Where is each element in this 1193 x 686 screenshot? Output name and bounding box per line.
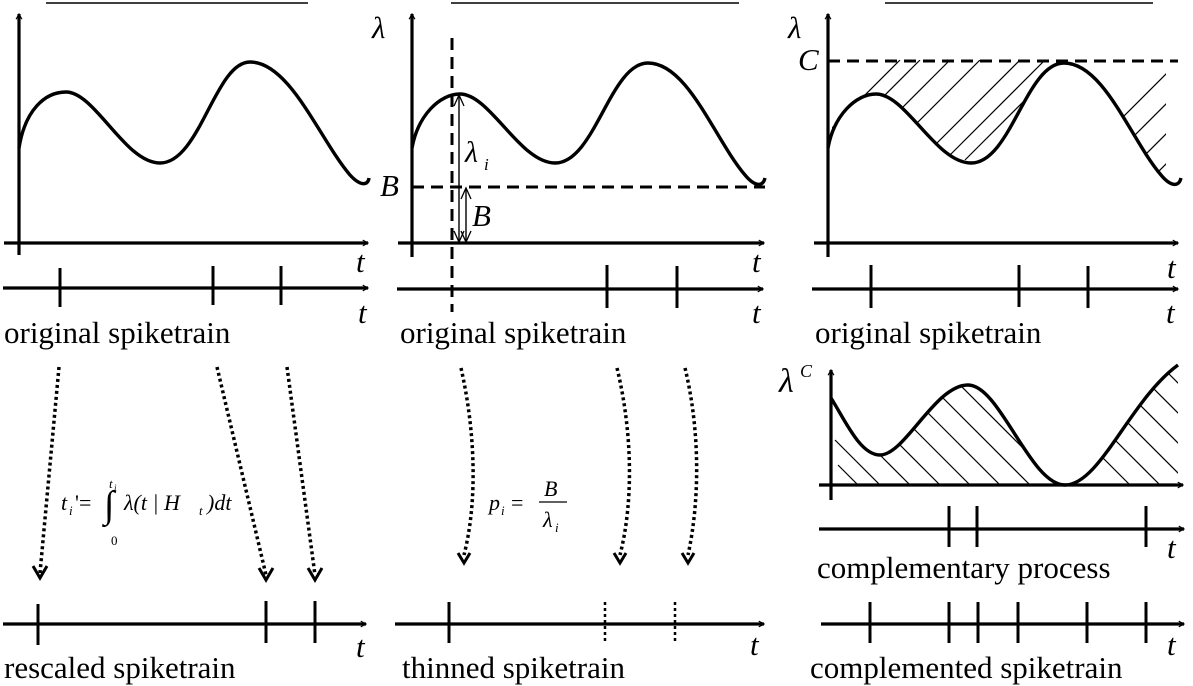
panel-thinning: λ B λ i B t t original spiketrain	[371, 10, 767, 685]
intensity-curve	[17, 60, 371, 186]
time-axis-label: t	[356, 244, 366, 279]
svg-text:t: t	[109, 476, 113, 491]
thinned-spiketrain-label: thinned spiketrain	[402, 650, 625, 685]
mapping-arrow	[683, 367, 699, 556]
arrowhead-icon	[31, 565, 49, 581]
time-axis-label: t	[1166, 295, 1176, 330]
svg-text:p: p	[487, 490, 500, 515]
svg-text:λ: λ	[542, 507, 553, 532]
arrowhead-icon	[257, 567, 275, 583]
ceiling-c-label: C	[798, 42, 819, 77]
svg-text:i: i	[114, 483, 117, 493]
hatched-area-under-curve	[834, 365, 1178, 485]
svg-text:i: i	[484, 155, 489, 174]
original-spiketrain-label: original spiketrain	[4, 315, 231, 350]
lambda-i-label: λ	[464, 136, 478, 169]
thinning-probability-formula: p i = B λ i	[487, 476, 567, 535]
time-axis-label: t	[752, 295, 762, 330]
time-axis-label: t	[752, 244, 762, 279]
time-axis-label: t	[356, 629, 366, 664]
original-spiketrain-label: original spiketrain	[815, 315, 1042, 350]
complementary-process-label: complementary process	[817, 550, 1111, 585]
original-spiketrain-2: t original spiketrain	[397, 265, 763, 350]
thinned-spiketrain: t thinned spiketrain	[395, 602, 764, 685]
rescaled-spiketrain: t rescaled spiketrain	[3, 601, 366, 685]
lambda-axis-label: λ	[787, 10, 801, 45]
time-axis-label: t	[1167, 627, 1177, 662]
lambda-axis-label: λ	[371, 10, 385, 45]
arrowhead-icon	[680, 552, 696, 566]
svg-text:'=: '=	[75, 490, 91, 515]
original-spiketrain-label: original spiketrain	[400, 315, 627, 350]
intensity-plot-2: λ B λ i B t	[371, 10, 767, 312]
arrowhead-icon	[456, 552, 472, 566]
svg-text:t: t	[61, 490, 68, 515]
svg-text:t: t	[199, 503, 203, 518]
b-arrow-label: B	[472, 198, 491, 233]
svg-text:i: i	[555, 520, 559, 535]
svg-text:=: =	[511, 490, 523, 515]
hatched-area-above-curve	[832, 60, 1166, 200]
mapping-arrow	[38, 366, 61, 574]
baseline-b-label: B	[380, 168, 399, 203]
mapping-arrow	[615, 367, 632, 556]
arrowhead-icon	[612, 552, 628, 566]
rescaled-spiketrain-label: rescaled spiketrain	[4, 650, 236, 685]
complement-intensity-plot: λ C	[778, 361, 1190, 500]
svg-text:C: C	[800, 361, 813, 381]
intensity-curve	[410, 61, 767, 187]
mapping-arrow	[215, 366, 268, 576]
svg-text:i: i	[69, 503, 73, 518]
svg-text:)dt: )dt	[205, 490, 232, 515]
svg-text:i: i	[501, 503, 505, 518]
time-axis-label: t	[1167, 530, 1177, 565]
original-spiketrain-3: t original spiketrain	[812, 265, 1178, 350]
complemented-spiketrain: t complemented spiketrain	[810, 602, 1184, 685]
intensity-curve	[826, 61, 1183, 187]
panel-complementing: λ	[778, 10, 1193, 685]
time-axis-label: t	[358, 295, 368, 330]
mapping-arrow	[285, 366, 317, 576]
complement-intensity-curve	[829, 363, 1180, 487]
lambda-c-axis-label: λ	[778, 363, 794, 400]
complementary-process-spiketrain: t complementary process	[817, 506, 1184, 585]
time-rescaling-formula: t i '= ∫ t i 0 λ(t | H t )dt	[61, 476, 232, 548]
intensity-plot-1: t	[4, 14, 371, 279]
mapping-arrow	[459, 367, 475, 556]
original-spiketrain-1: t original spiketrain	[3, 266, 368, 350]
panel-rescaling: t t original spiketrain t i '= ∫ t i 0 λ…	[3, 14, 371, 685]
complemented-spiketrain-label: complemented spiketrain	[810, 650, 1123, 685]
time-axis-label: t	[1167, 250, 1177, 285]
integral-sign: ∫	[102, 484, 117, 528]
arrowhead-icon	[306, 567, 324, 583]
svg-text:0: 0	[111, 533, 118, 548]
svg-text:B: B	[544, 476, 557, 501]
time-axis-label: t	[750, 627, 760, 662]
intensity-plot-3: λ	[787, 10, 1183, 285]
svg-text:λ(t | H: λ(t | H	[123, 490, 181, 515]
